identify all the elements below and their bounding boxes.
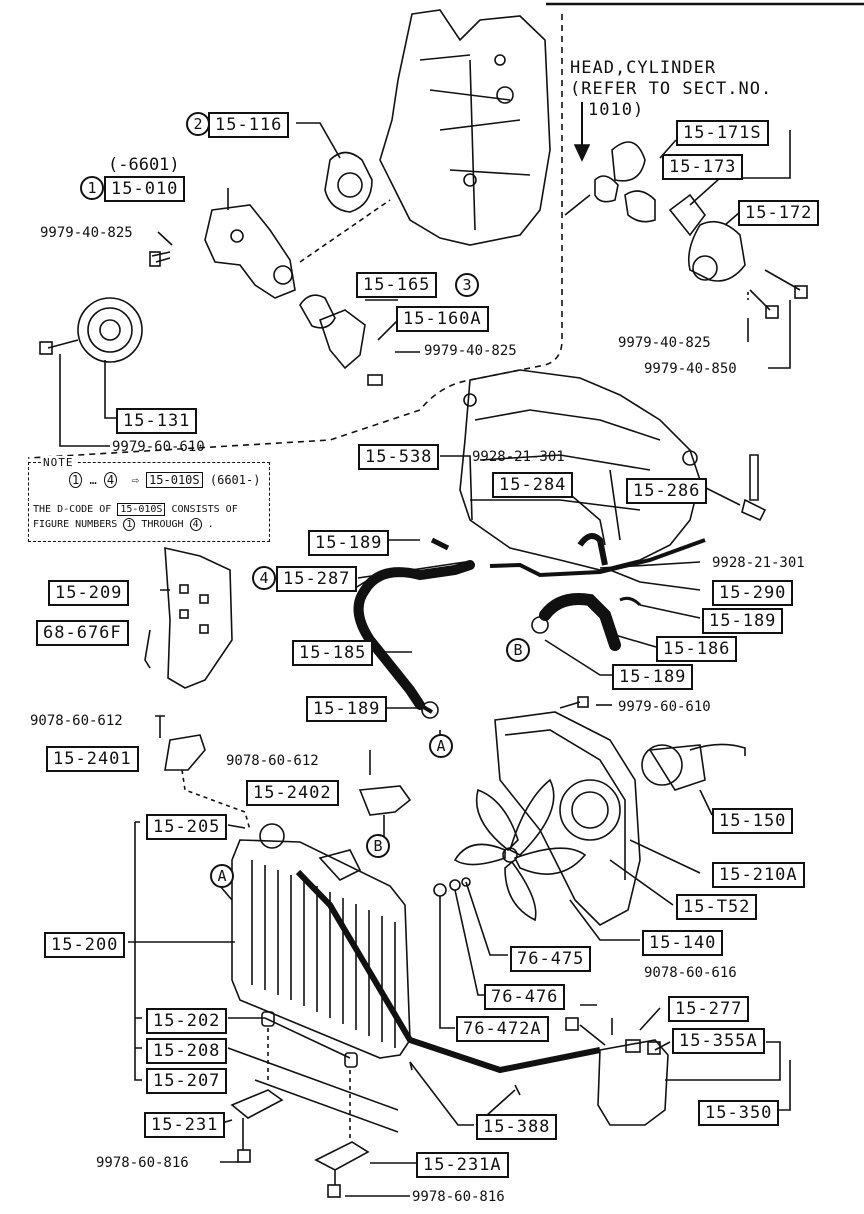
cylinder-head-line3: 1010) (588, 100, 645, 120)
part-label-15-T52[interactable]: 15-T52 (676, 894, 758, 920)
note-figure-end: 4 (103, 472, 118, 488)
bolt-label-9078-60-616[interactable]: 9078-60-616 (644, 965, 737, 981)
bracket-plate-shape (164, 546, 233, 689)
part-label-76-475[interactable]: 76-475 (510, 946, 592, 972)
cylinder-head-line1: HEAD,CYLINDER (570, 58, 717, 78)
part-label-15-189-b[interactable]: 15-189 (702, 608, 784, 634)
part-label-15-165[interactable]: 15-165 (356, 272, 438, 298)
part-label-15-388[interactable]: 15-388 (476, 1114, 558, 1140)
note-line-3: FIGURE NUMBERS 1 THROUGH 4 . (33, 518, 214, 531)
note-line-1: 1 … 4 ⇨ 15-010S (6601-) (69, 472, 261, 488)
note-line2-suffix: CONSISTS OF (171, 504, 238, 515)
part-label-15-210A[interactable]: 15-210A (712, 862, 805, 888)
part-label-15-286[interactable]: 15-286 (626, 478, 708, 504)
part-label-15-185[interactable]: 15-185 (292, 640, 374, 666)
part-label-15-202[interactable]: 15-202 (146, 1008, 228, 1034)
cylinder-head-reference: HEAD,CYLINDER (REFER TO SECT.NO. 1010) (570, 58, 772, 121)
bolt-label-9979-40-825-b[interactable]: 9979-40-825 (424, 343, 517, 359)
pulley-shape (77, 297, 143, 363)
bolt-label-9979-60-610-b[interactable]: 9979-60-610 (618, 699, 711, 715)
callout-2: 2 (186, 112, 210, 136)
note-range: (6601-) (209, 473, 261, 487)
note-line3-from: 1 (123, 518, 136, 531)
part-label-15-116[interactable]: 15-116 (208, 112, 290, 138)
part-label-15-207[interactable]: 15-207 (146, 1068, 228, 1094)
note-code-15-010S: 15-010S (146, 472, 203, 488)
note-line3-mid: THROUGH (141, 519, 184, 530)
part-label-15-172[interactable]: 15-172 (738, 200, 820, 226)
fan-motor-shape (641, 744, 683, 786)
part-label-15-189-c[interactable]: 15-189 (612, 664, 694, 690)
callout-3: 3 (455, 273, 479, 297)
note-line2-prefix: THE D-CODE OF (33, 504, 112, 515)
part-label-15-284[interactable]: 15-284 (492, 472, 574, 498)
bolt-label-9979-60-610-a[interactable]: 9979-60-610 (112, 439, 205, 455)
part-label-15-231A[interactable]: 15-231A (416, 1152, 509, 1178)
part-label-15-160A[interactable]: 15-160A (396, 306, 489, 332)
part-label-15-350[interactable]: 15-350 (698, 1100, 780, 1126)
part-label-15-2401[interactable]: 15-2401 (46, 746, 139, 772)
radiator-shape (231, 839, 411, 1059)
bolt-label-9978-60-816-a[interactable]: 9978-60-816 (96, 1155, 189, 1171)
part-label-15-277[interactable]: 15-277 (668, 996, 750, 1022)
part-label-15-150[interactable]: 15-150 (712, 808, 794, 834)
note-line3-to: 4 (189, 518, 202, 531)
note-line-2: THE D-CODE OF 15-010S CONSISTS OF (33, 503, 238, 516)
note-box: NOTE 1 … 4 ⇨ 15-010S (6601-) THE D-CODE … (28, 456, 270, 542)
bolt-label-9979-40-825-c[interactable]: 9979-40-825 (618, 335, 711, 351)
part-label-76-476[interactable]: 76-476 (484, 984, 566, 1010)
callout-a-radiator: A (210, 864, 234, 888)
note-line3-prefix: FIGURE NUMBERS (33, 519, 118, 530)
thermostat-cover-shape (687, 220, 746, 282)
part-label-15-355A[interactable]: 15-355A (672, 1028, 765, 1054)
part-label-15-2402[interactable]: 15-2402 (246, 780, 339, 806)
bolt-label-9979-40-850[interactable]: 9979-40-850 (644, 361, 737, 377)
part-label-15-290[interactable]: 15-290 (712, 580, 794, 606)
part-range-15-010: (-6601) (108, 155, 180, 175)
callout-b-hose: B (506, 638, 530, 662)
bolt-label-9979-40-825-a[interactable]: 9979-40-825 (40, 225, 133, 241)
callout-1: 1 (80, 176, 104, 200)
part-label-15-231[interactable]: 15-231 (144, 1112, 226, 1138)
part-label-15-186[interactable]: 15-186 (656, 636, 738, 662)
thermostat-shape (668, 193, 706, 237)
part-label-15-140[interactable]: 15-140 (642, 930, 724, 956)
water-pump-shape (204, 204, 296, 299)
part-label-15-538[interactable]: 15-538 (358, 444, 440, 470)
part-label-15-171S[interactable]: 15-171S (676, 120, 769, 146)
bolt-label-9928-21-301-b[interactable]: 9928-21-301 (712, 555, 805, 571)
part-label-15-189-a[interactable]: 15-189 (308, 530, 390, 556)
bolt-label-9978-60-816-b[interactable]: 9978-60-816 (412, 1189, 505, 1205)
bolt-label-9078-60-612-a[interactable]: 9078-60-612 (30, 713, 123, 729)
engine-block-middle (459, 369, 701, 571)
section-boundary-line (27, 14, 563, 459)
part-label-76-472A[interactable]: 76-472A (456, 1016, 549, 1042)
engine-block-top (379, 9, 551, 246)
fan-blade-shape (475, 788, 519, 852)
part-label-68-676F[interactable]: 68-676F (36, 620, 129, 646)
note-line2-code: 15-010S (117, 503, 166, 516)
part-label-15-131[interactable]: 15-131 (116, 408, 198, 434)
bolt-label-9928-21-301-a[interactable]: 9928-21-301 (472, 449, 565, 465)
callout-a-hose: A (429, 734, 453, 758)
fan-shroud-shape (494, 711, 641, 926)
bolt-label-9078-60-612-b[interactable]: 9078-60-612 (226, 753, 319, 769)
note-figure-start: 1 (69, 472, 83, 488)
part-label-15-209[interactable]: 15-209 (48, 580, 130, 606)
part-label-15-173[interactable]: 15-173 (662, 154, 744, 180)
note-title: NOTE (41, 456, 76, 469)
part-label-15-189-d[interactable]: 15-189 (306, 696, 388, 722)
part-label-15-205[interactable]: 15-205 (146, 814, 228, 840)
part-label-15-287[interactable]: 15-287 (276, 566, 358, 592)
callout-4: 4 (252, 566, 276, 590)
part-label-15-208[interactable]: 15-208 (146, 1038, 228, 1064)
callout-b-radiator: B (366, 834, 390, 858)
cylinder-head-line2: (REFER TO SECT.NO. (570, 79, 773, 99)
note-line3-end: . (207, 519, 214, 530)
part-label-15-200[interactable]: 15-200 (44, 932, 126, 958)
part-label-15-010[interactable]: 15-010 (104, 176, 186, 202)
gasket-shape (324, 151, 373, 213)
